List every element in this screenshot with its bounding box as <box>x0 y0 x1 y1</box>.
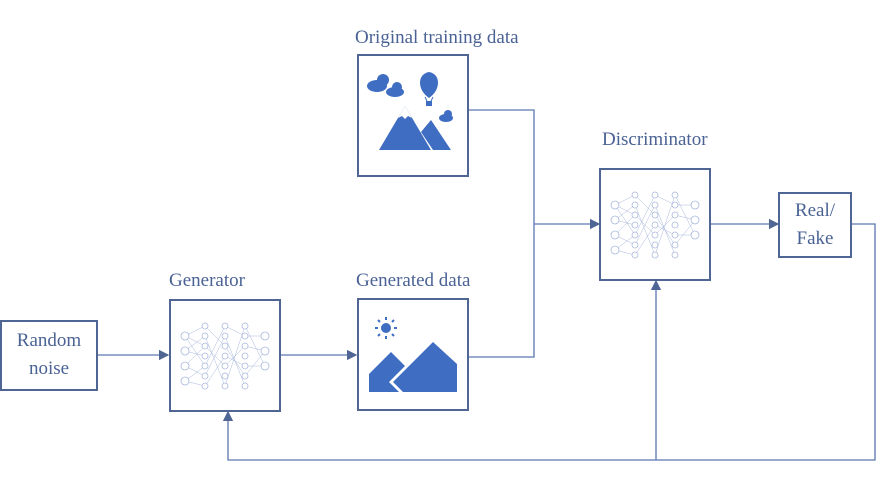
mountain-balloon-icon <box>367 72 453 150</box>
random-noise-line2: noise <box>28 358 70 379</box>
real-fake-line2: Fake <box>796 228 834 249</box>
neural-network-icon <box>610 191 700 259</box>
original-data-box <box>357 54 469 177</box>
discriminator-box <box>599 168 711 281</box>
line-original-merge <box>468 109 535 358</box>
generator-label: Generator <box>169 270 245 291</box>
original-data-label: Original training data <box>355 27 519 48</box>
generated-data-label: Generated data <box>356 270 471 291</box>
random-noise-line1: Random <box>16 330 82 351</box>
real-fake-box: Real/ Fake <box>778 192 852 258</box>
generated-data-box <box>357 298 469 411</box>
neural-network-icon <box>180 322 270 390</box>
random-noise-box: Random noise <box>0 320 98 391</box>
landscape-sun-icon <box>369 317 457 392</box>
generator-box <box>169 299 281 412</box>
feedback-line <box>222 223 876 461</box>
real-fake-line1: Real/ <box>794 200 836 221</box>
discriminator-label: Discriminator <box>602 129 708 150</box>
